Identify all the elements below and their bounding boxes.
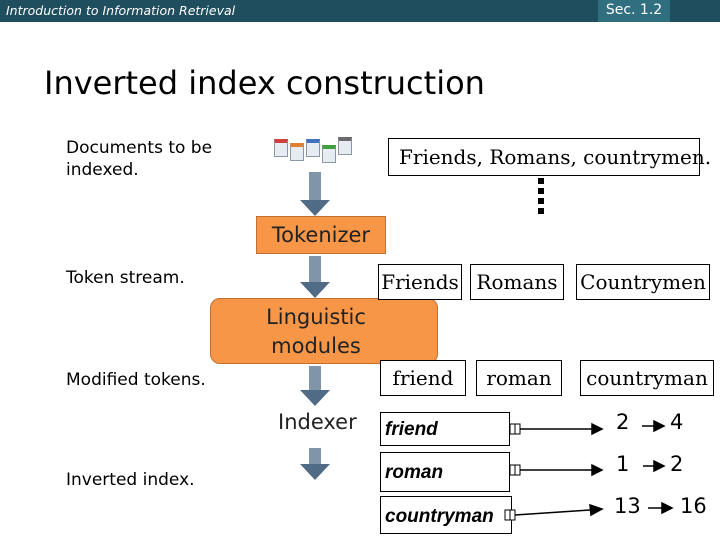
header-bar: Introduction to Information Retrieval Se…: [0, 0, 720, 22]
posting-friend-2: 4: [670, 410, 684, 434]
label-documents: Documents to be indexed.: [66, 138, 213, 180]
label-modified-tokens: Modified tokens.: [66, 370, 206, 390]
index-term-box: countryman: [380, 496, 512, 534]
slide-title: Inverted index construction: [44, 64, 485, 102]
posting-roman-2: 2: [670, 452, 684, 476]
index-term-countryman: countryman: [385, 506, 494, 527]
label-inverted-index: Inverted index.: [66, 470, 195, 490]
index-term-roman: roman: [385, 462, 444, 483]
section-badge: Sec. 1.2: [598, 0, 670, 22]
posting-roman-1: 1: [616, 452, 630, 476]
posting-friend-1: 2: [616, 410, 630, 434]
indexer-label: Indexer: [278, 410, 357, 434]
documents-icon: [272, 133, 368, 169]
modified-friend: friend: [380, 360, 466, 396]
posting-countryman-1: 13: [614, 494, 641, 518]
token-friends: Friends: [378, 264, 462, 300]
label-token-stream: Token stream.: [66, 268, 185, 288]
modified-roman: roman: [476, 360, 562, 396]
linguistic-modules-box: Linguistic modules: [210, 298, 438, 364]
tokenizer-box: Tokenizer: [256, 216, 386, 254]
token-romans: Romans: [470, 264, 564, 300]
posting-countryman-2: 16: [680, 494, 707, 518]
token-countrymen: Countrymen: [576, 264, 710, 300]
ellipsis-icon: [538, 178, 546, 214]
index-term-friend: friend: [385, 419, 438, 440]
modified-countryman: countryman: [580, 360, 714, 396]
course-title: Introduction to Information Retrieval: [6, 3, 236, 18]
sentence-box: Friends, Romans, countrymen.: [388, 138, 711, 176]
